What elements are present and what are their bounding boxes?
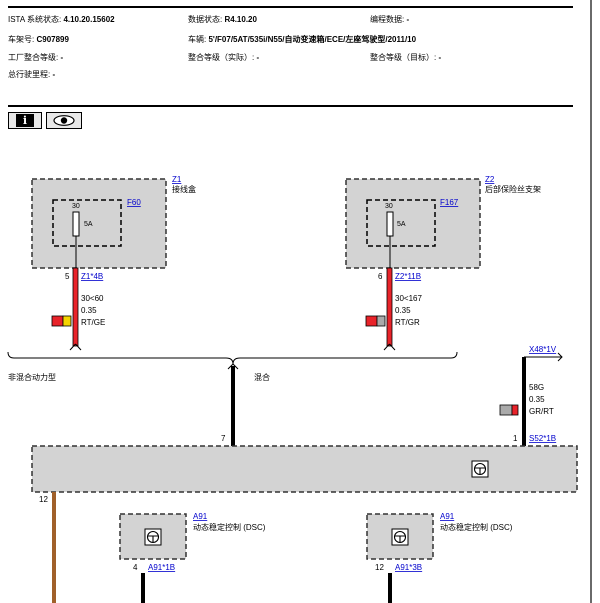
variant-hybrid: 混合 <box>254 372 270 382</box>
a91-left-desc: 动态稳定控制 (DSC) <box>193 522 266 532</box>
z2-wire-color-swatch <box>365 315 386 327</box>
steering-wheel-icon <box>471 460 489 478</box>
z1-wire-size: 0.35 <box>81 306 97 315</box>
variant-non-hybrid: 非混合动力型 <box>8 372 56 382</box>
data-status: 数据状态: R4.10.20 <box>188 15 257 25</box>
frame-number-label: 车架号: <box>8 35 35 44</box>
bus-bottom-pin: 12 <box>39 495 48 504</box>
a91-right-connector-link[interactable]: A91*3B <box>395 563 422 572</box>
data-status-value: R4.10.20 <box>224 15 257 24</box>
z2-wire-size: 0.35 <box>395 306 411 315</box>
a91-right-wheel-icon <box>391 528 409 546</box>
a91-left-pin: 4 <box>133 563 138 572</box>
ista-status-label: ISTA 系统状态: <box>8 15 62 24</box>
z2-fuse-icon <box>386 211 394 237</box>
a91-right-pin: 12 <box>375 563 384 572</box>
z2-fuse-pin: 30 <box>385 203 393 210</box>
z1-junction-box <box>31 178 167 269</box>
z1-fuse-link[interactable]: F60 <box>127 198 141 207</box>
bus-left-pin: 7 <box>221 434 226 443</box>
info-icon: i <box>16 114 34 127</box>
factory-integration-level: 工厂整合等级: - <box>8 53 63 63</box>
a91-left-box <box>119 513 187 560</box>
z2-link[interactable]: Z2 <box>485 175 495 184</box>
header-bottom-rule <box>8 105 573 107</box>
vehicle-info-value: 5'/F07/5AT/535i/N55/自动变速箱/ECE/左座驾驶型/2011… <box>208 35 417 44</box>
x48-wire-black <box>522 357 526 446</box>
total-mileage-value: - <box>52 70 56 79</box>
frame-number: 车架号: C907899 <box>8 35 69 45</box>
z1-wire-color-swatch <box>51 315 72 327</box>
a91-right-box <box>366 513 434 560</box>
factory-integration-label: 工厂整合等级: <box>8 53 59 62</box>
z2-out-pin: 6 <box>378 272 383 281</box>
z1-out-pin: 5 <box>65 272 70 281</box>
a91-left-connector-link[interactable]: A91*1B <box>148 563 175 572</box>
a91-left-wire <box>141 573 145 603</box>
ista-status: ISTA 系统状态: 4.10.20.15602 <box>8 15 115 25</box>
integration-level-actual: 整合等级（实际）: - <box>188 53 259 63</box>
integration-actual-value: - <box>256 53 260 62</box>
z2-wire-red <box>386 267 393 347</box>
info-button[interactable]: i <box>8 112 42 129</box>
eye-icon <box>53 115 75 126</box>
header-panel: ISTA 系统状态: 4.10.20.15602 数据状态: R4.10.20 … <box>0 0 600 110</box>
a91-left-link[interactable]: A91 <box>193 512 208 521</box>
programming-data-label: 编程数据: <box>370 15 405 24</box>
z2-desc: 后部保险丝支架 <box>485 184 541 194</box>
total-mileage-label: 总行驶里程: <box>8 70 51 79</box>
frame-number-value: C907899 <box>36 35 69 44</box>
bus-right-pin: 1 <box>513 434 518 443</box>
x48-wire-circuit: 58G <box>529 383 544 392</box>
view-button[interactable] <box>46 112 82 129</box>
z2-wire-color: RT/GR <box>395 318 420 327</box>
dsc-bus-box <box>31 445 578 493</box>
vehicle-info-label: 车辆: <box>188 35 207 44</box>
integration-level-target: 整合等级（目标）: - <box>370 53 441 63</box>
z1-wire-red <box>72 267 79 347</box>
a91-right-desc: 动态稳定控制 (DSC) <box>440 522 513 532</box>
ista-status-value: 4.10.20.15602 <box>63 15 115 24</box>
programming-data: 编程数据: - <box>370 15 409 25</box>
x48-connector-link[interactable]: X48*1V <box>529 345 557 354</box>
z1-desc: 接线盒 <box>172 184 196 194</box>
total-mileage: 总行驶里程: - <box>8 70 55 80</box>
z1-wire-color: RT/GE <box>81 318 105 327</box>
s52-connector-link[interactable]: S52*1B <box>529 434 556 443</box>
a91-left-wheel-icon <box>144 528 162 546</box>
a91-right-wire <box>388 573 392 603</box>
z1-fuse-rating: 5A <box>84 221 93 228</box>
z2-fuse-link[interactable]: F167 <box>440 198 459 207</box>
z1-fuse-pin: 30 <box>72 203 80 210</box>
vehicle-info: 车辆: 5'/F07/5AT/535i/N55/自动变速箱/ECE/左座驾驶型/… <box>188 35 416 45</box>
data-status-label: 数据状态: <box>188 15 223 24</box>
x48-wire-size: 0.35 <box>529 395 545 404</box>
z2-fuse-holder <box>345 178 481 269</box>
integration-actual-label: 整合等级（实际）: <box>188 53 255 62</box>
z2-wire-circuit: 30<167 <box>395 294 422 303</box>
x48-wire-color: GR/RT <box>529 407 554 416</box>
brown-wire <box>52 492 56 603</box>
factory-integration-value: - <box>60 53 64 62</box>
variant-brace <box>7 351 458 365</box>
z1-connector-link[interactable]: Z1*4B <box>81 272 103 281</box>
top-rule <box>8 6 573 8</box>
a91-right-link[interactable]: A91 <box>440 512 455 521</box>
z1-link[interactable]: Z1 <box>172 175 182 184</box>
integration-target-label: 整合等级（目标）: <box>370 53 437 62</box>
right-frame-line <box>590 0 592 603</box>
x48-wire-color-swatch <box>499 404 519 416</box>
z1-fuse-icon <box>72 211 80 237</box>
programming-data-value: - <box>406 15 410 24</box>
z2-fuse-rating: 5A <box>397 221 406 228</box>
integration-target-value: - <box>438 53 442 62</box>
z2-connector-link[interactable]: Z2*11B <box>395 272 421 281</box>
center-wire-black <box>231 366 235 446</box>
z1-wire-circuit: 30<60 <box>81 294 104 303</box>
